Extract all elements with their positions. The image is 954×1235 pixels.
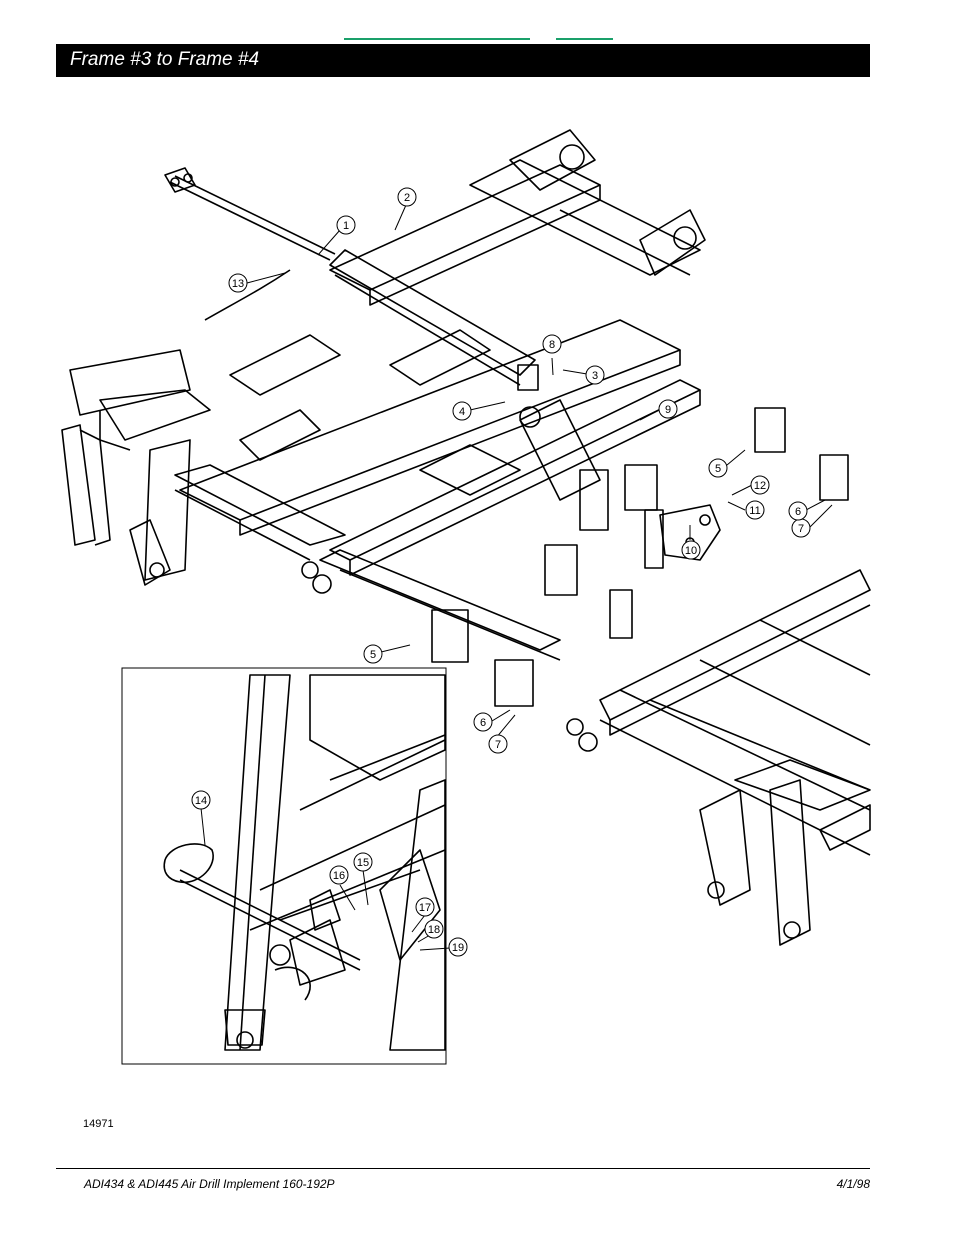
- footer-date: 4/1/98: [836, 1177, 870, 1191]
- callout-1: 1: [343, 220, 349, 232]
- callout-13: 13: [232, 278, 244, 290]
- callout-8: 8: [549, 339, 555, 351]
- footer-document-title: ADI434 & ADI445 Air Drill Implement 160-…: [84, 1177, 335, 1191]
- figure-number: 14971: [83, 1118, 114, 1130]
- top-links: [0, 38, 954, 42]
- callout-12: 12: [754, 480, 766, 492]
- callout-16: 16: [333, 870, 345, 882]
- detail-inset: 14 16 15 17 18 19: [121, 667, 468, 1065]
- footer-rule: [56, 1168, 870, 1169]
- top-link-1[interactable]: [344, 38, 530, 40]
- callout-2: 2: [404, 192, 410, 204]
- callout-14: 14: [195, 795, 207, 807]
- callout-4: 4: [459, 406, 465, 418]
- callout-7b: 7: [495, 739, 501, 751]
- callout-3: 3: [592, 370, 598, 382]
- callout-11: 11: [749, 505, 760, 517]
- callout-18: 18: [428, 924, 440, 936]
- callout-5b: 5: [370, 649, 376, 661]
- page-title: Frame #3 to Frame #4: [70, 49, 260, 70]
- callout-19: 19: [452, 942, 464, 954]
- callout-9: 9: [665, 404, 671, 416]
- callout-7: 7: [798, 523, 804, 535]
- callout-15: 15: [357, 857, 369, 869]
- callout-10: 10: [685, 545, 697, 557]
- title-bar: Frame #3 to Frame #4: [56, 44, 870, 77]
- top-link-2[interactable]: [556, 38, 613, 40]
- callout-6: 6: [795, 506, 801, 518]
- parts-diagram: 1 2 3 4 5 5 6 6 7 7 8 9 10 11 12 13: [61, 129, 871, 1065]
- callout-5: 5: [715, 463, 721, 475]
- callout-17: 17: [419, 902, 431, 914]
- callout-6b: 6: [480, 717, 486, 729]
